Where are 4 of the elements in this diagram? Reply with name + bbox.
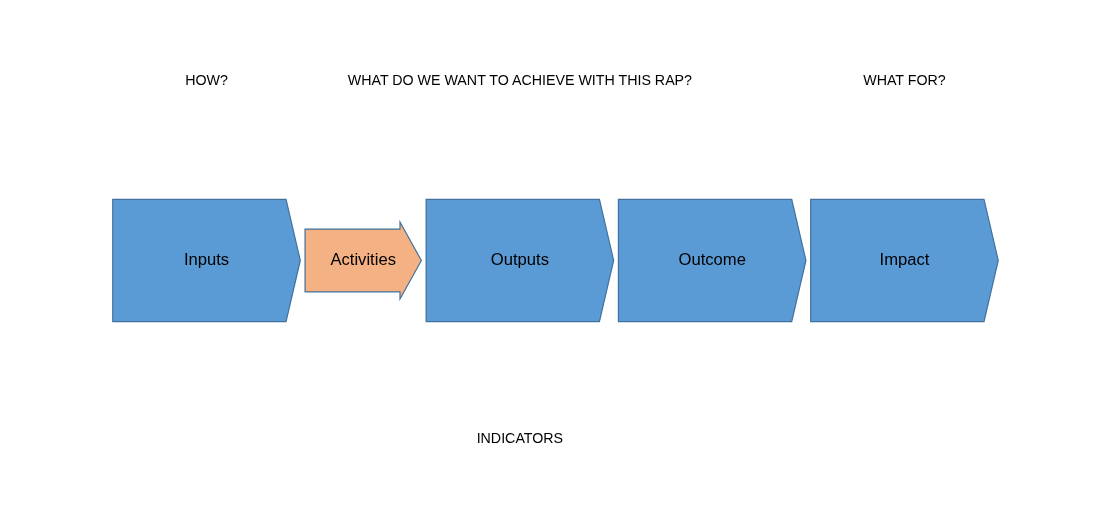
label: HOW? — [184, 71, 228, 88]
label: INDICATORS — [476, 430, 563, 447]
label: WHAT DO WE WANT TO ACHIEVE WITH THIS RAP? — [347, 71, 692, 88]
label: WHAT FOR? — [862, 71, 946, 88]
